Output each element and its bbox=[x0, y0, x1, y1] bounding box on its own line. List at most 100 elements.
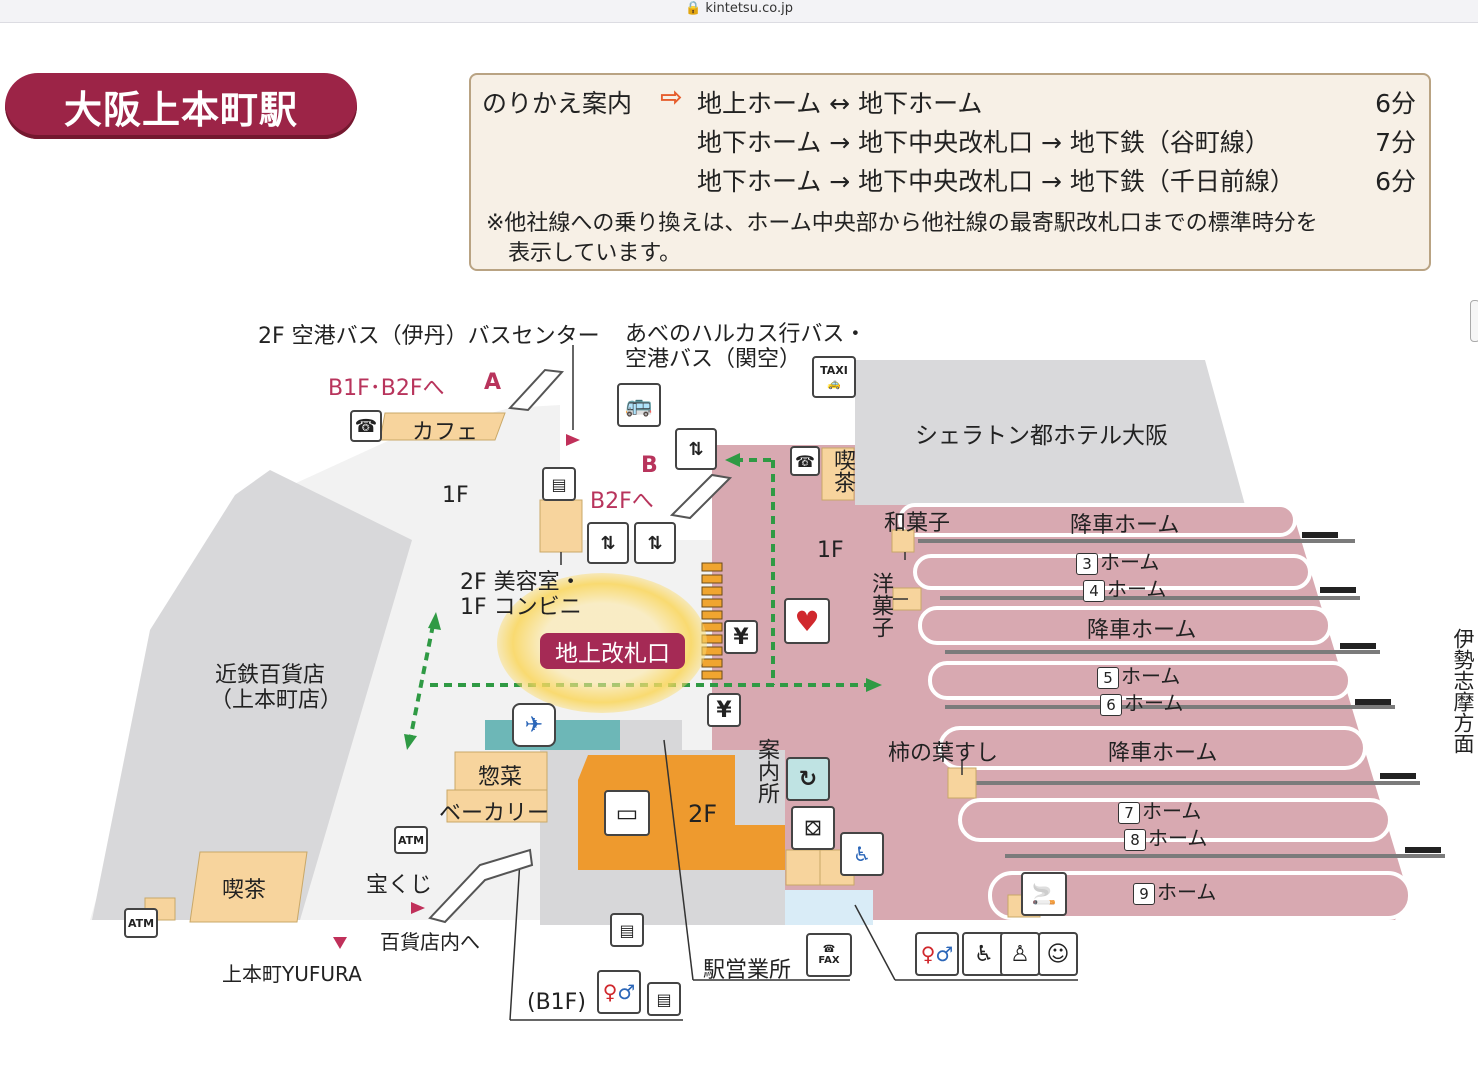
yen-glyph: ¥ bbox=[733, 624, 749, 650]
atm-icon: ATM bbox=[394, 826, 428, 854]
female-glyph: ♀ bbox=[920, 942, 936, 966]
url-text[interactable]: 🔒 kintetsu.co.jp bbox=[685, 1, 793, 16]
hotel-block bbox=[855, 360, 1245, 505]
browser-url-bar[interactable] bbox=[0, 0, 1478, 23]
hotel-label: シェラトン都ホテル大阪 bbox=[915, 423, 1168, 449]
wagashi-label: 和菓子 bbox=[884, 511, 951, 536]
female-glyph: ♀ bbox=[602, 980, 618, 1004]
car-glyph: 🚕 bbox=[827, 377, 841, 390]
info-desk-label: 案内所 bbox=[754, 738, 779, 804]
platform-9-label: ホーム bbox=[1157, 880, 1217, 904]
male-glyph: ♂ bbox=[617, 980, 636, 1004]
floor-1f-left: 1F bbox=[442, 483, 469, 508]
alight-platform-3: 降車ホーム bbox=[1108, 741, 1218, 766]
track-lines bbox=[918, 539, 1445, 858]
transfer-info-box bbox=[469, 73, 1431, 271]
aed-heart-icon: ♥ bbox=[784, 598, 830, 644]
kissa-label: 喫茶 bbox=[222, 878, 267, 903]
platform-8-num: 8 bbox=[1124, 829, 1146, 851]
kissa-vertical-label: 喫茶 bbox=[830, 449, 855, 493]
transfer-heading: のりかえ案内 bbox=[482, 89, 633, 118]
yen-glyph: ¥ bbox=[716, 697, 732, 723]
phone-icon: ☎ bbox=[790, 446, 820, 476]
tourist-info-icon: ✈ bbox=[512, 703, 556, 747]
transfer-icon: ↻ bbox=[786, 757, 830, 801]
side-scroll-handle[interactable] bbox=[1470, 300, 1478, 342]
transfer-route-lines bbox=[408, 458, 870, 741]
sozai-label: 惣菜 bbox=[478, 765, 523, 790]
leader-lines bbox=[509, 345, 1078, 1021]
atm-text: ATM bbox=[127, 916, 155, 930]
baby-care-icon: ☺ bbox=[1038, 932, 1078, 976]
male-glyph: ♂ bbox=[935, 942, 954, 966]
accessible-service-icon: ♿ bbox=[840, 832, 884, 876]
transfer-minutes-1: 6分 bbox=[1375, 89, 1416, 118]
restroom-icon: ♀♂ bbox=[597, 970, 641, 1014]
platform-5-label: ホーム bbox=[1121, 664, 1181, 688]
escalator-icons bbox=[428, 368, 733, 924]
atm-yen-icon: ¥ bbox=[707, 693, 741, 727]
lightblue-area bbox=[785, 890, 873, 925]
direction-triangles bbox=[333, 434, 580, 949]
ticket-machine-icon: ▭ bbox=[604, 790, 650, 836]
ground-gate: 地上改札口 bbox=[540, 633, 685, 669]
platform-9-num: 9 bbox=[1133, 883, 1155, 905]
transfer-route-2: 地下ホーム → 地下中央改札口 → 地下鉄（谷町線） bbox=[697, 128, 1270, 157]
beauty-label-2: 1F コンビニ bbox=[460, 595, 582, 620]
platform-7-num: 7 bbox=[1118, 802, 1140, 824]
dept-store-block bbox=[92, 470, 412, 920]
locker-icon: ▤ bbox=[542, 467, 576, 501]
platform-3-num: 3 bbox=[1076, 553, 1098, 575]
floor-2f-block bbox=[578, 755, 785, 870]
lottery-label: 宝くじ bbox=[366, 873, 433, 898]
platform-4-label: ホーム bbox=[1107, 577, 1167, 601]
platform-6-num: 6 bbox=[1100, 694, 1122, 716]
station-title-text: 大阪上本町駅 bbox=[63, 87, 298, 132]
elevator-icon: ⇅ bbox=[587, 522, 629, 564]
harukas-bus-label-2: 空港バス（関空） bbox=[625, 347, 802, 372]
harukas-bus-label-1: あべのハルカス行バス・ bbox=[625, 322, 867, 347]
dept-store-label-2: （上本町店） bbox=[210, 688, 343, 713]
ground-gate-label: 地上改札口 bbox=[555, 641, 670, 667]
accessible-toilet-icon: ♿ bbox=[962, 932, 1006, 976]
bakery-label: ベーカリー bbox=[439, 801, 550, 826]
phone-icon: ☎ bbox=[350, 410, 382, 442]
bus-center-label: 2F 空港バス（伊丹）バスセンター bbox=[258, 324, 600, 349]
transfer-route-1: 地上ホーム ↔ 地下ホーム bbox=[697, 89, 983, 118]
restroom-icon: ♀♂ bbox=[915, 932, 959, 976]
atm-icon: ATM bbox=[124, 908, 158, 938]
platform-strips bbox=[898, 503, 1412, 920]
transfer-note-line2: 表示しています。 bbox=[508, 241, 682, 266]
bus-icon: 🚌 bbox=[617, 383, 661, 427]
dept-store-label-1: 近鉄百貨店 bbox=[215, 663, 326, 688]
atm-yen-icon: ¥ bbox=[724, 620, 758, 654]
platform-5-num: 5 bbox=[1097, 667, 1119, 689]
ticket-gates bbox=[701, 562, 723, 680]
floor-2f: 2F bbox=[688, 800, 718, 828]
platform-4-num: 4 bbox=[1083, 580, 1105, 602]
platform-3-label: ホーム bbox=[1100, 550, 1160, 574]
url-label: kintetsu.co.jp bbox=[705, 1, 793, 16]
fax-phone-icon: ☎FAX bbox=[806, 933, 852, 977]
kakinoha-label: 柿の葉すし bbox=[888, 741, 999, 766]
yogashi-label: 洋菓子 bbox=[868, 572, 893, 638]
floor-1f-right: 1F bbox=[817, 538, 844, 563]
locker-icon: ▤ bbox=[610, 913, 644, 947]
train-direction-arrows bbox=[1302, 532, 1441, 853]
exit-a-label: A bbox=[484, 370, 502, 395]
smoking-area-icon: 🚬 bbox=[1021, 872, 1067, 916]
yufura-label: 上本町YUFURA bbox=[222, 962, 362, 986]
locker-icon: ▤ bbox=[647, 982, 681, 1016]
b2f-label: B2Fへ bbox=[590, 489, 654, 514]
transfer-note-line1: ※他社線への乗り換えは、ホーム中央部から他社線の最寄駅改札口までの標準時分を bbox=[486, 211, 1318, 236]
transfer-minutes-2: 7分 bbox=[1375, 128, 1416, 157]
b1f-label: (B1F) bbox=[527, 990, 586, 1015]
route-arrowheads bbox=[404, 453, 882, 750]
